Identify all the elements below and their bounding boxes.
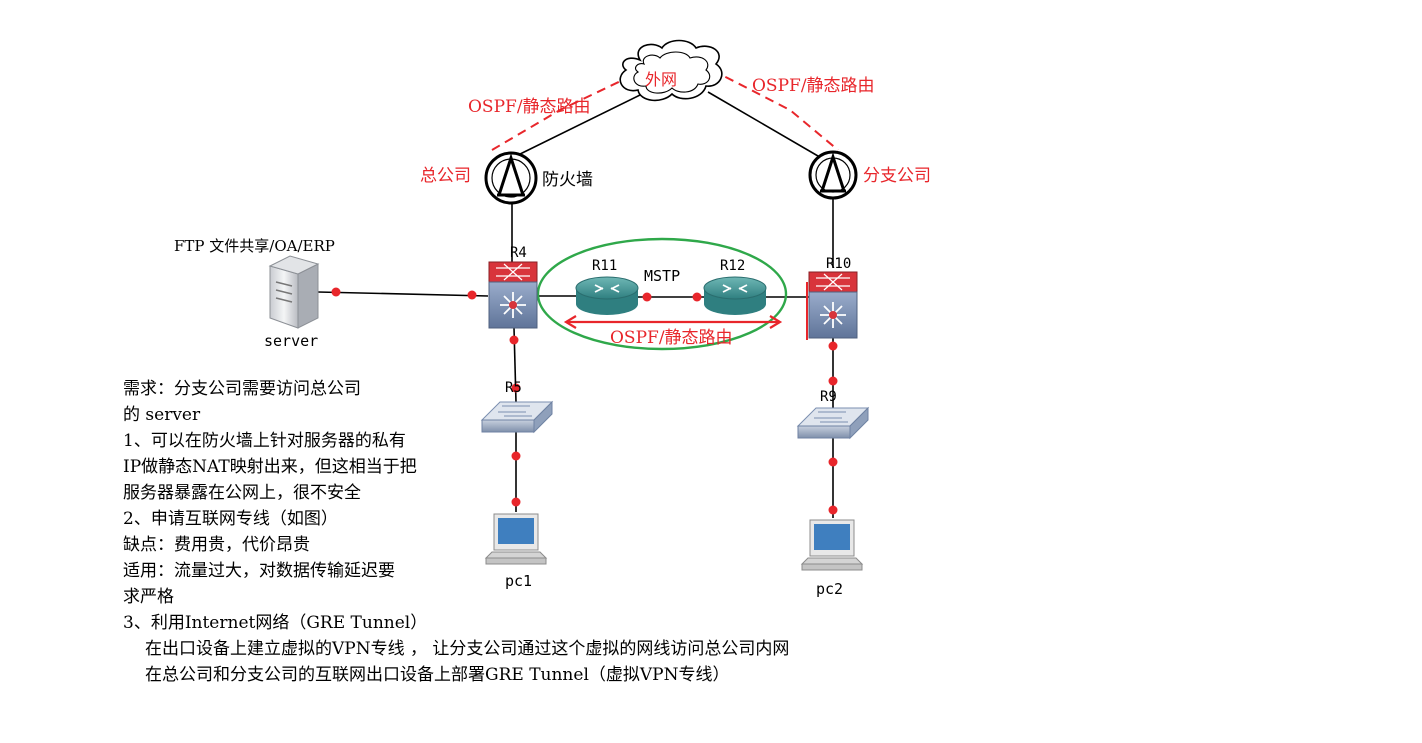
port-dot xyxy=(828,505,838,515)
ospf-label-mid: OSPF/静态路由 xyxy=(610,328,733,348)
port-dot xyxy=(331,287,341,297)
port-dot xyxy=(642,292,652,302)
requirement-line: 的 server xyxy=(123,405,201,425)
r11-router-icon xyxy=(575,276,639,315)
pc1-icon xyxy=(484,513,548,565)
hq-firewall-icon xyxy=(484,151,538,205)
port-dot xyxy=(511,497,521,507)
r9-switch-icon xyxy=(796,406,870,440)
link-server-r4 xyxy=(317,291,489,297)
requirement-line: 1、可以在防火墙上针对服务器的私有 xyxy=(123,431,406,451)
port-dot xyxy=(511,451,521,461)
port-dot xyxy=(511,383,521,393)
server-label: server xyxy=(264,332,319,350)
cloud-label: 外网 xyxy=(645,70,678,89)
mstp-label: MSTP xyxy=(644,267,681,285)
r12-router-icon xyxy=(703,276,767,315)
requirement-line: 服务器暴露在公网上，很不安全 xyxy=(123,483,361,503)
r4-label: R4 xyxy=(510,245,527,261)
r5-switch-icon xyxy=(480,400,554,434)
port-dots xyxy=(331,287,838,515)
requirement-line: 需求：分支公司需要访问总公司 xyxy=(123,379,361,399)
r10-switch-icon xyxy=(808,271,858,339)
server-description: FTP 文件共享/OA/ERP xyxy=(174,237,335,255)
branch-label: 分支公司 xyxy=(863,166,931,186)
ospf-arrow xyxy=(563,315,783,329)
port-dot xyxy=(467,290,477,300)
r10-label: R10 xyxy=(826,256,852,272)
firewall-label: 防火墙 xyxy=(542,170,593,190)
ospf-dashed-left xyxy=(491,67,649,151)
port-dot xyxy=(828,376,838,386)
ospf-dashed xyxy=(491,67,839,151)
requirement-line: 3、利用Internet网络（GRE Tunnel） xyxy=(123,613,428,633)
requirement-line: 求严格 xyxy=(123,587,174,607)
requirement-line: 缺点：费用贵，代价昂贵 xyxy=(123,535,310,555)
link-hq-internet xyxy=(511,94,641,159)
r11-label: R11 xyxy=(592,258,618,274)
requirements-text: 需求：分支公司需要访问总公司 的 server 1、可以在防火墙上针对服务器的私… xyxy=(123,376,789,688)
mstp-ring xyxy=(536,237,788,351)
requirement-line: IP做静态NAT映射出来，但这相当于把 xyxy=(123,457,417,477)
port-dot xyxy=(828,341,838,351)
ospf-label-right: OSPF/静态路由 xyxy=(752,76,875,96)
requirement-line: 在总公司和分支公司的互联网出口设备上部署GRE Tunnel（虚拟VPN专线） xyxy=(145,665,730,685)
hq-label: 总公司 xyxy=(420,166,471,186)
requirement-line: 2、申请互联网专线（如图） xyxy=(123,509,338,529)
port-dot xyxy=(828,457,838,467)
pc2-icon xyxy=(800,519,864,571)
port-dot xyxy=(509,335,519,345)
pc2-label: pc2 xyxy=(816,580,844,598)
port-dot xyxy=(692,292,702,302)
r5-label: R5 xyxy=(505,380,522,396)
pc1-label: pc1 xyxy=(505,572,533,590)
r12-label: R12 xyxy=(720,258,746,274)
r4-switch-icon xyxy=(488,261,538,329)
server-icon xyxy=(268,255,320,329)
r9-label: R9 xyxy=(820,389,837,405)
requirement-line: 在出口设备上建立虚拟的VPN专线 ， 让分支公司通过这个虚拟的网线访问总公司内网 xyxy=(145,639,790,659)
requirement-line: 适用：流量过大，对数据传输延迟要 xyxy=(123,561,395,581)
ospf-label-left: OSPF/静态路由 xyxy=(468,97,591,117)
link-branch-internet xyxy=(707,91,831,164)
internet-cloud-icon xyxy=(619,39,723,102)
branch-firewall-icon xyxy=(808,150,858,200)
